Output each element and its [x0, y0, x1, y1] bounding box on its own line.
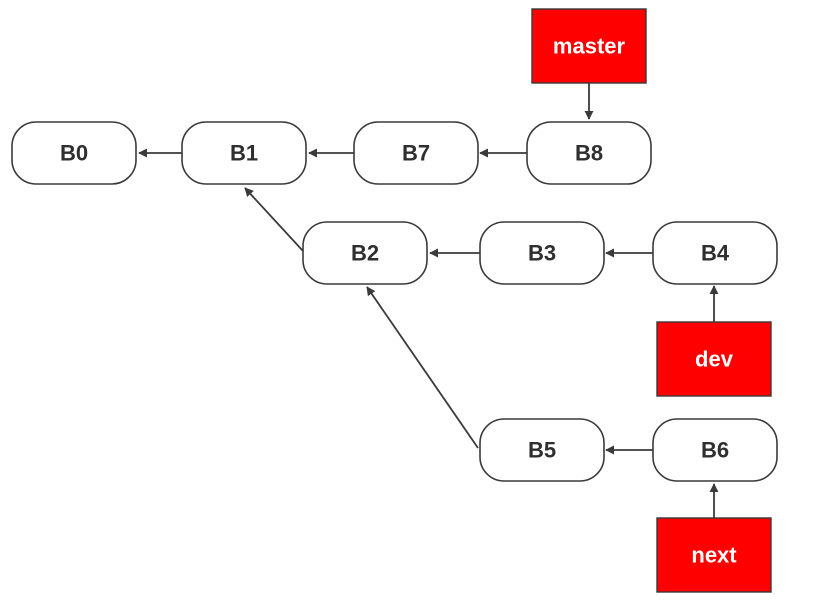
commit-label-b1: B1 [230, 141, 258, 166]
commit-node-b8: B8 [526, 121, 652, 185]
commit-node-b0: B0 [11, 121, 137, 185]
commit-node-b2: B2 [302, 221, 428, 285]
edge-b2-to-b1 [244, 187, 304, 252]
commit-label-b0: B0 [60, 141, 88, 166]
branch-text-master: master [553, 34, 626, 59]
branch-label-next: next [656, 517, 772, 593]
commit-node-b6: B6 [652, 418, 778, 482]
commit-node-b5: B5 [479, 418, 605, 482]
branch-text-dev: dev [695, 347, 734, 372]
commit-node-b3: B3 [479, 221, 605, 285]
commit-label-b3: B3 [528, 241, 556, 266]
commit-node-b4: B4 [652, 221, 778, 285]
branch-label-master: master [531, 8, 647, 84]
branch-text-next: next [691, 543, 737, 568]
commit-label-b4: B4 [701, 241, 730, 266]
commit-node-b7: B7 [353, 121, 479, 185]
commit-label-b6: B6 [701, 438, 729, 463]
commit-label-b2: B2 [351, 241, 379, 266]
edges-layer [138, 83, 719, 518]
commit-label-b8: B8 [575, 141, 603, 166]
edge-b5-to-b2 [366, 286, 479, 449]
commit-label-b7: B7 [402, 141, 430, 166]
branch-label-dev: dev [656, 321, 772, 397]
commit-label-b5: B5 [528, 438, 556, 463]
commit-node-b1: B1 [181, 121, 307, 185]
